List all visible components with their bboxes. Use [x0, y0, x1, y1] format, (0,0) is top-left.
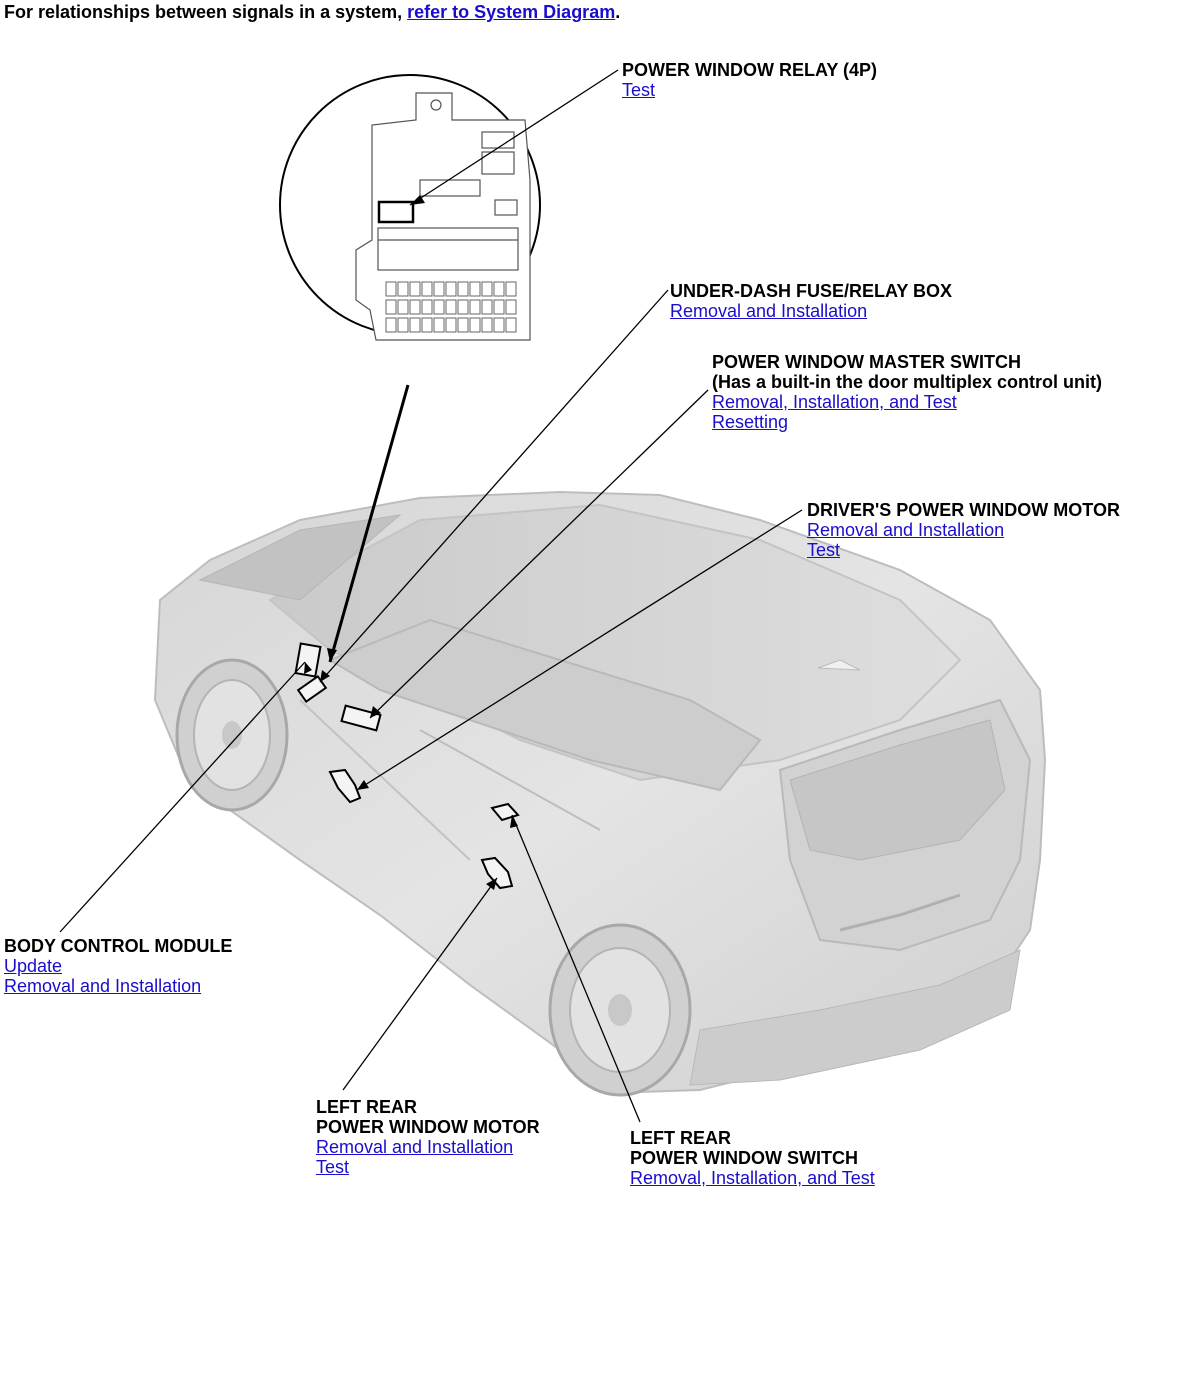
fuse-grid [385, 281, 517, 333]
lr-motor-removal-link[interactable]: Removal and Installation [316, 1137, 514, 1157]
intro-suffix: . [615, 2, 621, 22]
callout-power-window-master-switch: POWER WINDOW MASTER SWITCH (Has a built-… [712, 352, 1102, 432]
leader-lines [59, 69, 803, 1123]
callout-title-line1: LEFT REAR [630, 1128, 731, 1148]
callout-title: POWER WINDOW MASTER SWITCH [712, 352, 1021, 372]
intro-text: For relationships between signals in a s… [4, 2, 408, 22]
rear-wheel [548, 923, 692, 1097]
leader-arrowheads [304, 195, 518, 890]
vehicle-illustration [153, 490, 1047, 1097]
relay-detail-inset [279, 74, 541, 341]
callout-left-rear-power-window-motor: LEFT REAR POWER WINDOW MOTOR Removal and… [316, 1097, 540, 1177]
roof-antenna [817, 659, 861, 671]
bcm-marker [294, 642, 322, 678]
callout-title: DRIVER'S POWER WINDOW MOTOR [807, 500, 1120, 520]
front-wheel [175, 658, 289, 812]
fusebox-removal-link[interactable]: Removal and Installation [670, 301, 868, 321]
callout-title: UNDER-DASH FUSE/RELAY BOX [670, 281, 953, 301]
callout-power-window-relay: POWER WINDOW RELAY (4P) Test [622, 60, 877, 100]
callout-under-dash-fuse-relay-box: UNDER-DASH FUSE/RELAY BOX Removal and In… [670, 281, 952, 321]
lr-switch-marker [490, 802, 520, 822]
lr-motor-leader [342, 877, 498, 1091]
inset-to-fusebox-leader [328, 384, 410, 663]
driver-motor-leader [356, 509, 803, 791]
vehicle-bumper [689, 949, 1021, 1086]
lr-switch-leader [511, 814, 641, 1123]
callout-title-line1: LEFT REAR [316, 1097, 417, 1117]
fusebox-leader [319, 289, 669, 683]
callout-body-control-module: BODY CONTROL MODULE Update Removal and I… [4, 936, 232, 996]
callout-left-rear-power-window-switch: LEFT REAR POWER WINDOW SWITCH Removal, I… [630, 1128, 875, 1188]
vehicle-side-windows [327, 618, 762, 792]
vehicle-rear-glass [789, 719, 1006, 861]
driver-motor-removal-link[interactable]: Removal and Installation [807, 520, 1005, 540]
relay-4p-highlight [377, 200, 415, 224]
relay-test-link[interactable]: Test [622, 80, 656, 100]
intro-line: For relationships between signals in a s… [4, 2, 620, 23]
lr-switch-removal-test-link[interactable]: Removal, Installation, and Test [630, 1168, 875, 1188]
relay-leader [409, 69, 619, 206]
callout-title-line2: POWER WINDOW MOTOR [316, 1117, 540, 1137]
bcm-leader [59, 661, 306, 933]
fusebox-marker [296, 674, 328, 704]
callout-title: POWER WINDOW RELAY (4P) [622, 60, 878, 80]
lr-motor-marker [480, 856, 514, 890]
vehicle-windshield [198, 514, 402, 601]
master-switch-removal-test-link[interactable]: Removal, Installation, and Test [712, 392, 957, 412]
callout-drivers-power-window-motor: DRIVER'S POWER WINDOW MOTOR Removal and … [807, 500, 1120, 560]
master-switch-resetting-link[interactable]: Resetting [712, 412, 789, 432]
component-markers [294, 642, 520, 890]
driver-motor-test-link[interactable]: Test [807, 540, 841, 560]
master-switch-marker [340, 704, 382, 732]
bcm-removal-link[interactable]: Removal and Installation [4, 976, 202, 996]
lr-motor-test-link[interactable]: Test [316, 1157, 350, 1177]
driver-motor-marker [328, 768, 362, 804]
system-diagram-link[interactable]: refer to System Diagram [407, 2, 616, 22]
callout-title-line2: POWER WINDOW SWITCH [630, 1148, 858, 1168]
bcm-update-link[interactable]: Update [4, 956, 63, 976]
master-switch-leader [369, 389, 709, 719]
callout-title: BODY CONTROL MODULE [4, 936, 233, 956]
callout-subtitle: (Has a built-in the door multiplex contr… [712, 372, 1102, 392]
